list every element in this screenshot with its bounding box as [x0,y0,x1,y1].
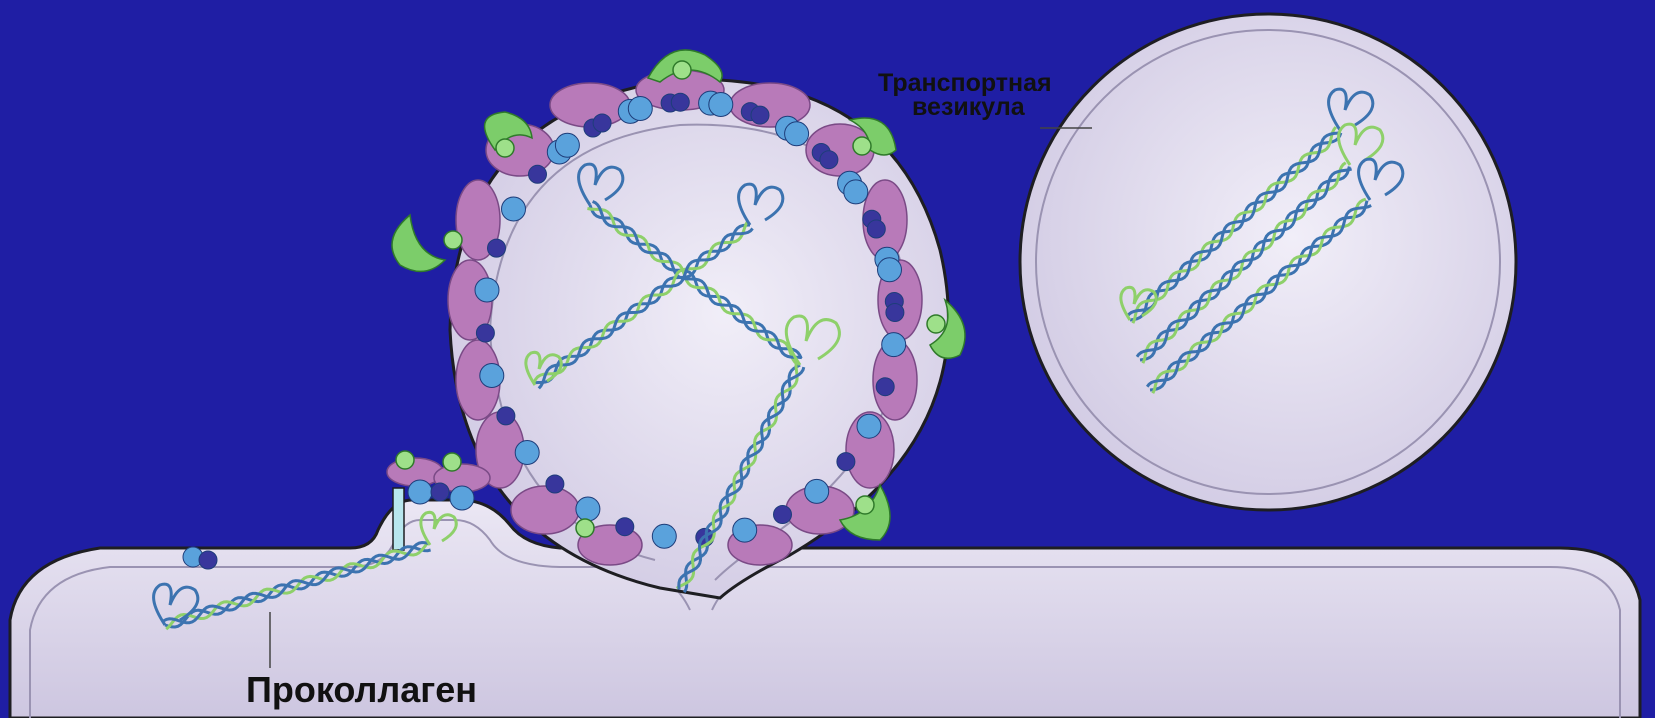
procollagen-label: Проколлаген [246,670,477,710]
receptor-bead [616,518,634,536]
receptor-bead [475,278,499,302]
receptor-bead [751,106,769,124]
receptor-bead [476,324,494,342]
receptor-bead [820,151,838,169]
receptor-bead [886,304,904,322]
receptor-bead [546,475,564,493]
transport-vesicle-label-line2: везикула [912,94,1025,120]
receptor-bead [576,497,600,521]
receptor-bead [488,239,506,257]
receptor-bead [480,364,504,388]
receptor-bead [867,220,885,238]
receptor-bead [882,333,906,357]
receptor-bead [837,453,855,471]
transport-vesicle [1020,14,1516,510]
receptor-bead [555,133,579,157]
receptor-bead [876,378,894,396]
receptor-bead [857,414,881,438]
receptor-bead [805,479,829,503]
receptor-bead [431,483,449,501]
receptor-bead [671,93,689,111]
receptor-bead [515,441,539,465]
receptor-bead [785,122,809,146]
receptor-bead [844,180,868,204]
receptor-bead [529,165,547,183]
receptor-bead [709,93,733,117]
receptor-stalk [393,488,404,550]
receptor-bead [733,518,757,542]
receptor-bead [878,258,902,282]
receptor-bead [652,524,676,548]
receptor-bead [628,97,652,121]
receptor-bead [593,114,611,132]
receptor-bead [497,407,515,425]
receptor-bead [502,197,526,221]
receptor-bead [774,506,792,524]
receptor-bead [408,480,432,504]
receptor-bead [450,486,474,510]
